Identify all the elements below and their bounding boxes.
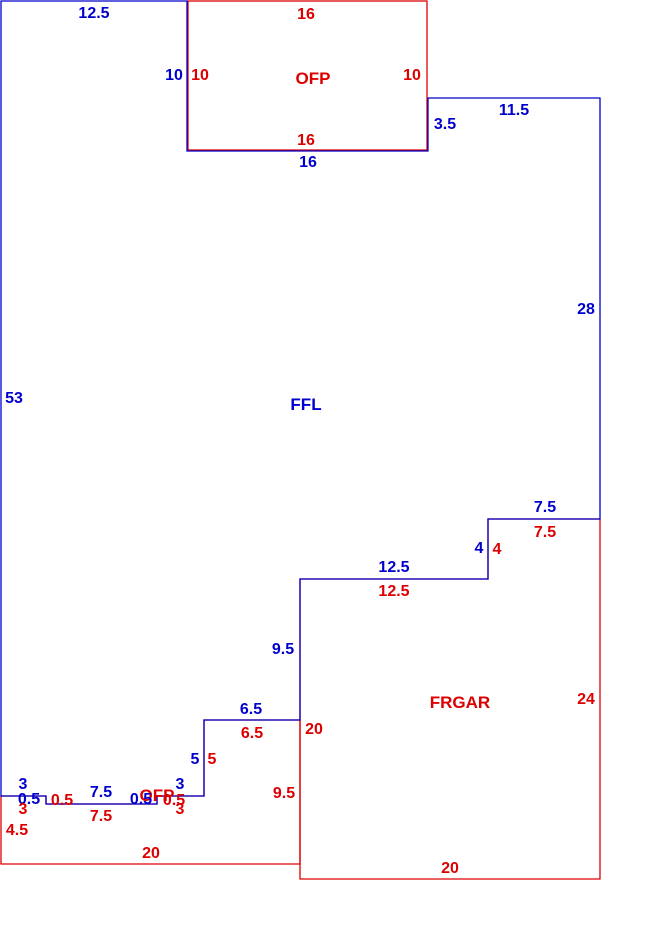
dim-living-top-left: 12.5 bbox=[78, 5, 109, 22]
dim-porch-bottom-right: 9.5 bbox=[273, 785, 295, 802]
dim-garage-right: 24 bbox=[577, 691, 595, 708]
dim-garage-low: 6.5 bbox=[241, 725, 263, 742]
dim-living-step-right-side: 4 bbox=[475, 540, 484, 557]
dim-porch-top-top: 16 bbox=[297, 6, 315, 23]
dim-living-mid-top: 12.5 bbox=[378, 559, 409, 576]
dim-porch-bottom-3a: 3 bbox=[19, 801, 28, 818]
dim-living-low-top: 6.5 bbox=[240, 701, 262, 718]
dim-garage-top: 7.5 bbox=[534, 524, 556, 541]
dim-living-mid-side: 9.5 bbox=[272, 641, 294, 658]
dim-living-bottom-3b: 3 bbox=[176, 776, 185, 793]
dim-living-top-right: 11.5 bbox=[499, 102, 529, 119]
dim-living-bottom-3a: 3 bbox=[19, 776, 28, 793]
area-label-porch-top: OFP bbox=[296, 69, 331, 88]
dim-porch-top-bottom: 16 bbox=[297, 132, 315, 149]
dim-living-bottom-half-b: 0.5 bbox=[130, 791, 152, 808]
dim-porch-bottom-half-b: 0.5 bbox=[163, 792, 185, 809]
dim-garage-right-step: 4 bbox=[493, 541, 502, 558]
area-label-living: FFL bbox=[290, 395, 321, 414]
dim-living-porch-side: 10 bbox=[165, 67, 183, 84]
porch-top-outline bbox=[187, 0, 428, 151]
dim-living-porch-bottom: 16 bbox=[299, 154, 317, 171]
dim-living-low-side: 5 bbox=[191, 751, 200, 768]
area-label-garage: FRGAR bbox=[430, 693, 490, 712]
dim-living-step-right-top: 7.5 bbox=[534, 499, 556, 516]
dim-living-right-side: 28 bbox=[577, 301, 595, 318]
dim-garage-left: 20 bbox=[305, 721, 323, 738]
dim-porch-bottom-run: 7.5 bbox=[90, 808, 112, 825]
dim-living-bottom-run: 7.5 bbox=[90, 784, 112, 801]
dim-living-step-up: 3.5 bbox=[434, 116, 456, 133]
dim-garage-bottom: 20 bbox=[441, 860, 459, 877]
dim-porch-top-left: 10 bbox=[191, 67, 209, 84]
dim-porch-top-right: 10 bbox=[403, 67, 421, 84]
dim-living-bottom-half-a: 0.5 bbox=[18, 791, 40, 808]
dim-porch-bottom-half-a: 0.5 bbox=[51, 792, 73, 809]
dim-garage-mid: 12.5 bbox=[378, 583, 409, 600]
living-area-outline bbox=[0, 0, 601, 805]
dim-porch-bottom-3b: 3 bbox=[176, 801, 185, 818]
area-label-porch-bottom: OFP bbox=[140, 786, 175, 805]
dim-porch-bottom-left: 4.5 bbox=[6, 822, 28, 839]
dim-porch-bottom-bottom: 20 bbox=[142, 845, 160, 862]
dim-garage-low-side: 5 bbox=[208, 751, 217, 768]
dim-living-left-side: 53 bbox=[5, 390, 23, 407]
